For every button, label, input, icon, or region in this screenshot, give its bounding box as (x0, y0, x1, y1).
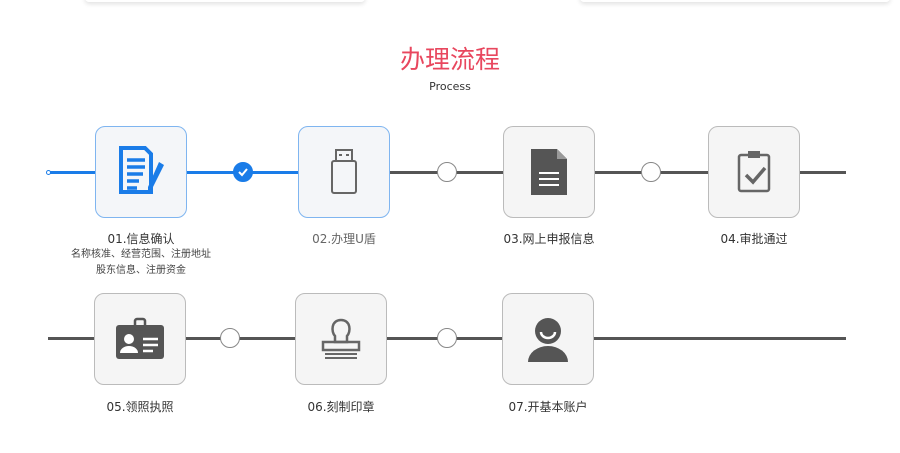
step-3-box[interactable] (503, 126, 595, 218)
file-icon (531, 149, 567, 195)
step-2-box[interactable] (298, 126, 390, 218)
step-7-box[interactable] (502, 293, 594, 385)
step-1-desc-2: 股东信息、注册资金 (96, 265, 186, 276)
section-title: 办理流程 (399, 45, 500, 74)
step-1-box[interactable] (95, 126, 187, 218)
step-2-label: 02.办理U盾 (312, 232, 376, 246)
line-start-dot (46, 170, 51, 175)
step-6-box[interactable] (295, 293, 387, 385)
document-pen-icon (119, 146, 164, 194)
step-node (437, 162, 457, 182)
step-7-label: 07.开基本账户 (508, 400, 588, 414)
step-node (220, 328, 240, 348)
step-node (437, 328, 457, 348)
section-subtitle: Process (429, 80, 471, 93)
check-node (233, 162, 253, 182)
step-6-label: 06.刻制印章 (307, 400, 375, 414)
top-card-right (580, 0, 890, 2)
step-1-label: 01.信息确认 (107, 232, 175, 246)
stamp-icon (321, 318, 361, 359)
step-5-box[interactable] (94, 293, 186, 385)
top-card-left (85, 0, 365, 2)
step-3-label: 03.网上申报信息 (503, 232, 595, 246)
id-card-icon (116, 317, 164, 359)
clipboard-check-icon (737, 151, 771, 193)
step-4-box[interactable] (708, 126, 800, 218)
step-4-label: 04.审批通过 (720, 232, 788, 246)
step-node (641, 162, 661, 182)
step-5-label: 05.领照执照 (106, 400, 174, 414)
check-icon (238, 168, 248, 177)
step-1-desc-1: 名称核准、经营范围、注册地址 (71, 249, 211, 260)
usb-key-icon (331, 149, 357, 194)
user-icon (528, 318, 568, 362)
